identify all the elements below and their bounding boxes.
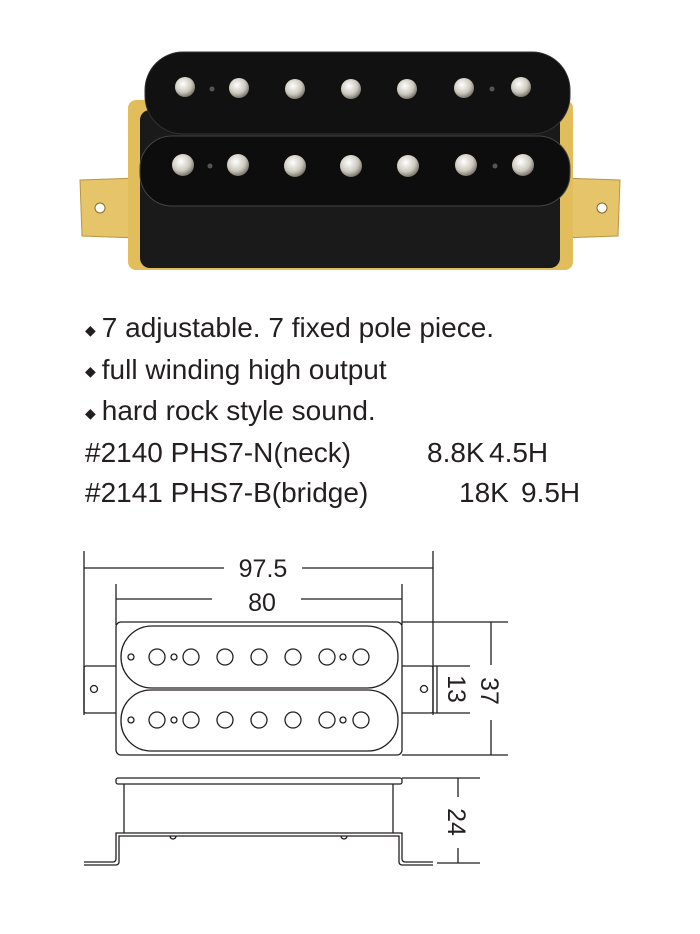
model-code: #2141 PHS7-B(bridge): [85, 476, 369, 508]
feature-item: ◆full winding high output: [85, 353, 387, 385]
model-resistance: 18K: [459, 476, 509, 508]
feature-item: ◆7 adjustable. 7 fixed pole piece.: [85, 312, 495, 343]
pickup-photo: [79, 51, 621, 270]
dim-height: 24: [442, 808, 470, 836]
model-resistance: 8.8K: [427, 436, 485, 468]
model-row: #2141 PHS7-B(bridge) 18K 9.5H: [85, 473, 580, 513]
dim-overall-length: 97.5: [239, 555, 288, 583]
diamond-bullet-icon: ◆: [85, 404, 96, 421]
feature-item: ◆hard rock style sound.: [85, 395, 376, 427]
diamond-bullet-icon: ◆: [85, 321, 96, 338]
dim-tab-width: 13: [442, 675, 470, 703]
diamond-bullet-icon: ◆: [85, 363, 96, 380]
model-inductance: 4.5H: [489, 436, 549, 468]
dim-cover-length: 80: [248, 589, 276, 617]
model-inductance: 9.5H: [521, 476, 581, 508]
spec-list: ◆7 adjustable. 7 fixed pole piece. ◆full…: [85, 308, 580, 513]
dim-width: 37: [475, 677, 503, 705]
model-code: #2140 PHS7-N(neck): [85, 436, 352, 468]
